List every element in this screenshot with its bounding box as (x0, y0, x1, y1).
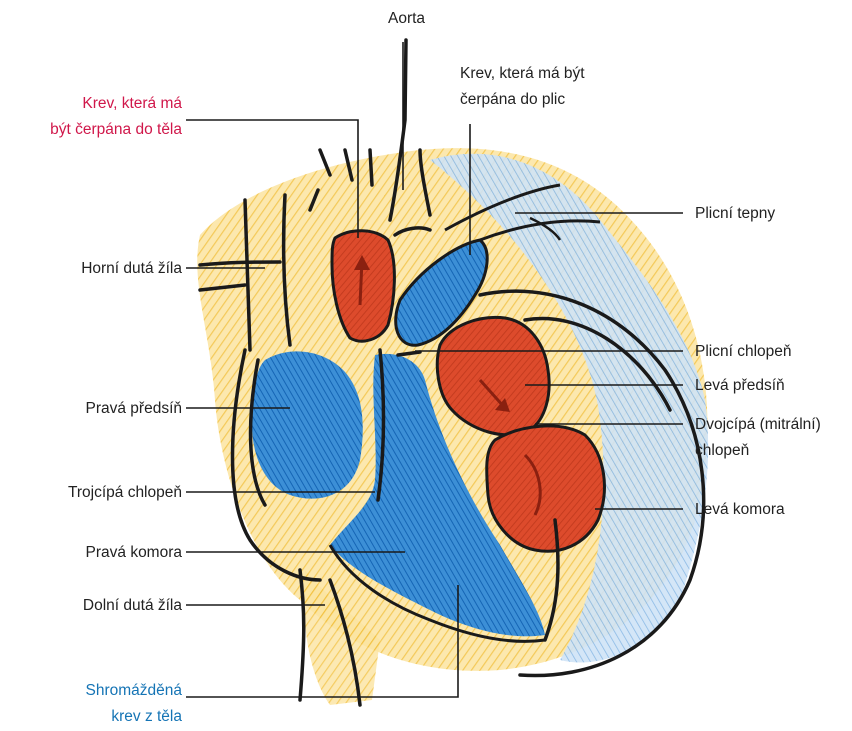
label-superior-vena-cava: Horní dutá žíla (81, 257, 182, 280)
label-inferior-vena-cava: Dolní dutá žíla (83, 594, 182, 617)
label-aorta: Aorta (388, 7, 425, 30)
label-tricuspid-valve: Trojcípá chlopeň (68, 481, 182, 504)
aortic-chamber (332, 231, 394, 341)
label-pulmonary-valve: Plicní chlopeň (695, 340, 792, 363)
label-pulmonary-arteries: Plicní tepny (695, 202, 775, 225)
label-right-atrium: Pravá předsíň (86, 397, 183, 420)
label-right-ventricle: Pravá komora (86, 541, 182, 564)
label-left-atrium: Levá předsíň (695, 374, 785, 397)
left-ventricle-chamber (487, 426, 605, 551)
label-mitral-valve-line2: chlopeň (695, 439, 749, 462)
label-blood-to-body-line2: být čerpána do těla (50, 118, 182, 141)
label-blood-to-body-line1: Krev, která má (82, 92, 182, 115)
label-collected-blood-line2: krev z těla (111, 705, 182, 728)
label-left-ventricle: Levá komora (695, 498, 785, 521)
label-collected-blood-line1: Shromážděná (85, 679, 182, 702)
label-blood-to-lungs-line1: Krev, která má být (460, 62, 585, 85)
label-blood-to-lungs-line2: čerpána do plic (460, 88, 565, 111)
label-mitral-valve-line1: Dvojcípá (mitrální) (695, 413, 821, 436)
